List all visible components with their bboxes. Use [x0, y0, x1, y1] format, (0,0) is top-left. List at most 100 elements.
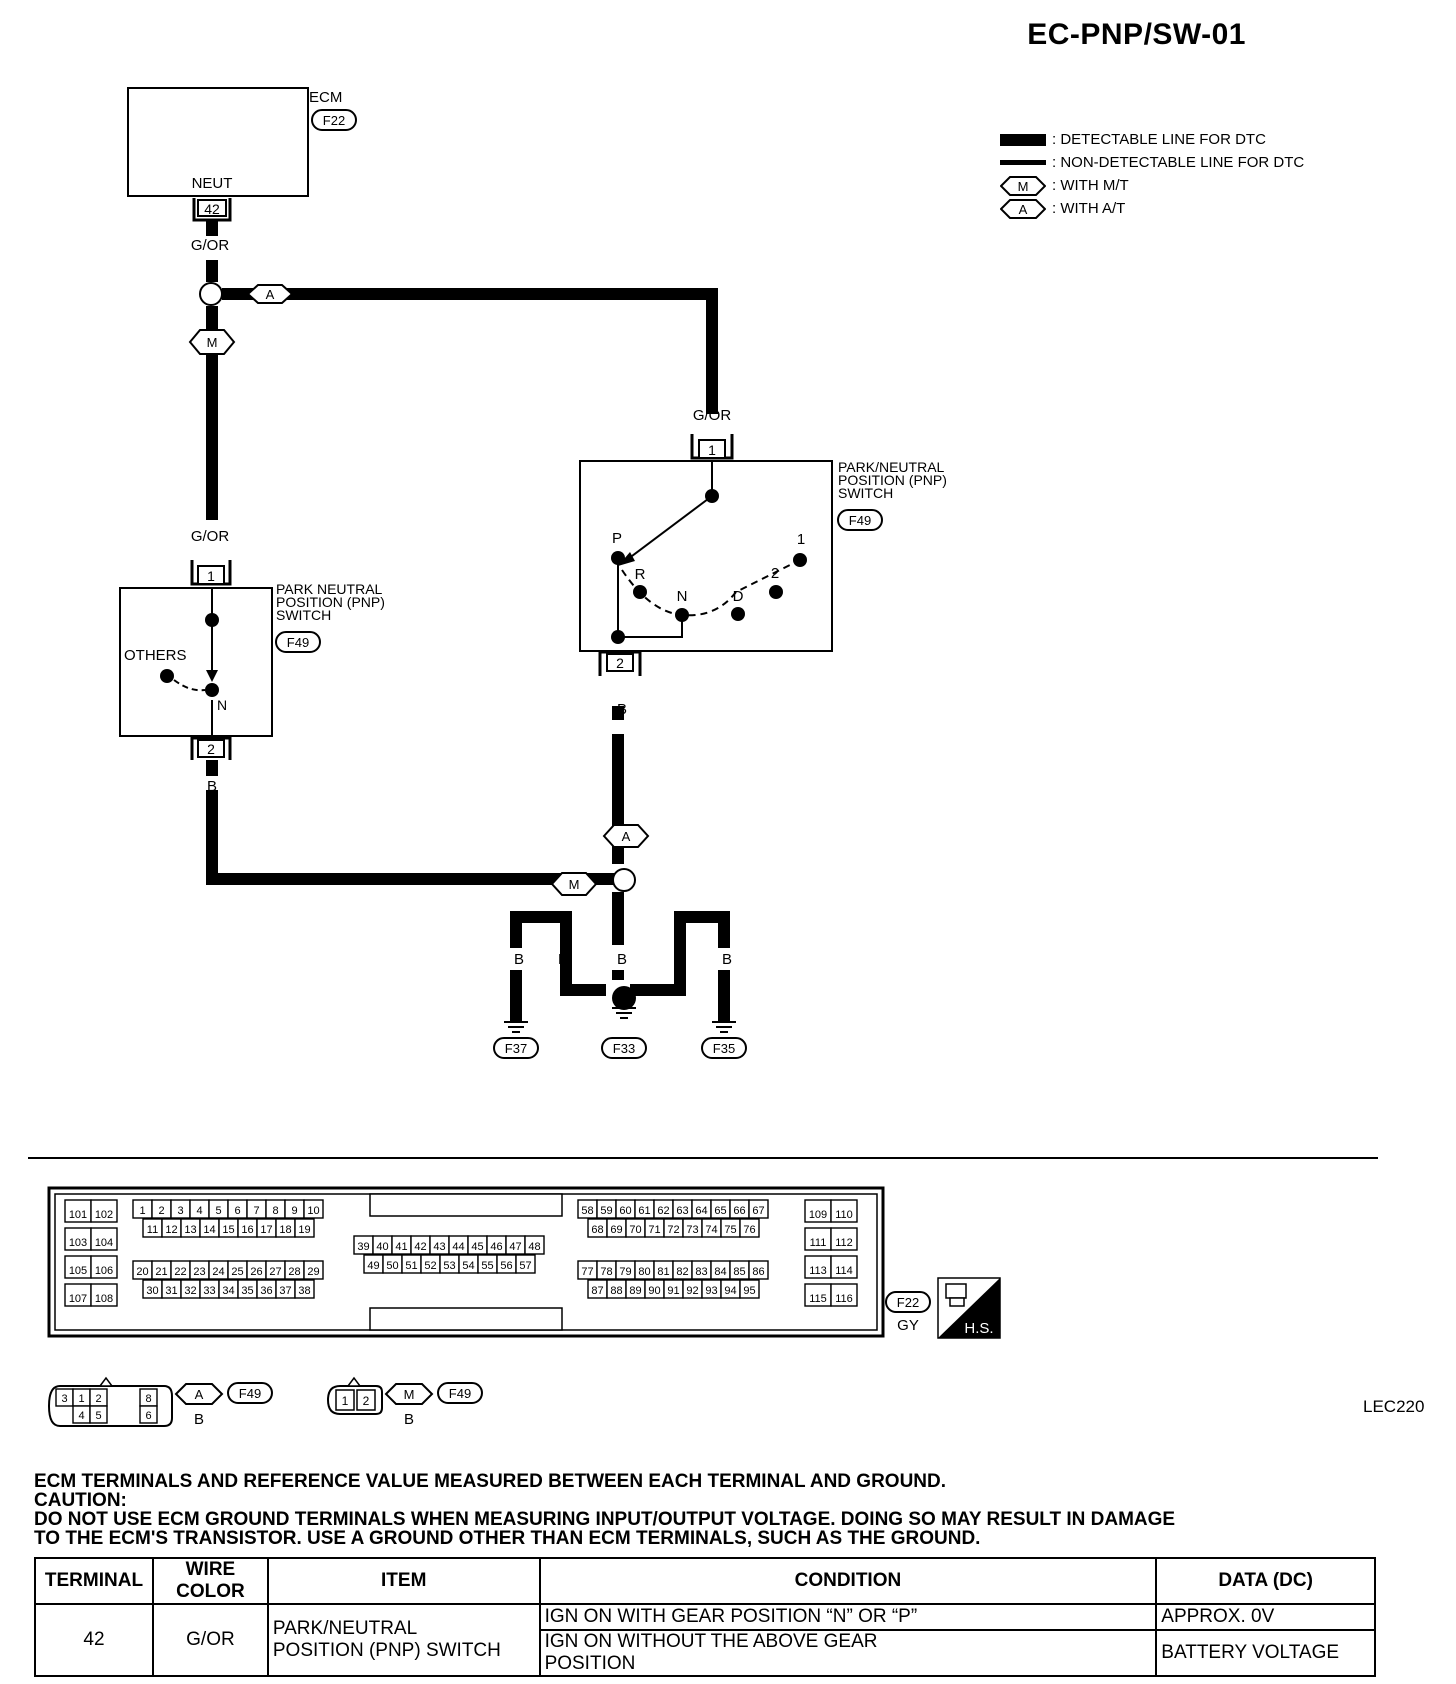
mt-switch-connector-pin-2: 2 — [363, 1394, 370, 1408]
hs-label: H.S. — [964, 1320, 993, 1337]
pnp-mt-connector-icon: F49 — [275, 631, 321, 653]
connector-pin-73: 73 — [682, 1218, 703, 1238]
connector-pin-33: 33 — [199, 1279, 220, 1299]
mt-tag-bottom: M — [550, 872, 598, 896]
mt-tag-left: M — [188, 329, 236, 355]
connector-pin-8: 8 — [139, 1388, 158, 1407]
junction-top — [199, 282, 223, 306]
connector-pin-19: 19 — [294, 1218, 315, 1238]
connector-pin-18: 18 — [275, 1218, 296, 1238]
connector-pin-78: 78 — [596, 1260, 617, 1280]
connector-pin-number: 32 — [184, 1285, 196, 1297]
connector-pin-number: 35 — [241, 1285, 253, 1297]
connector-pin-number: 74 — [705, 1224, 717, 1236]
connector-pin-22: 22 — [170, 1260, 191, 1280]
connector-pin-number: 104 — [95, 1237, 113, 1249]
mt-tag-bottom-letter: M — [569, 877, 580, 892]
connector-pin-53: 53 — [439, 1254, 460, 1274]
connector-pin-number: 59 — [600, 1205, 612, 1217]
thick-line-swatch — [1000, 133, 1046, 146]
connector-pin-35: 35 — [237, 1279, 258, 1299]
connector-pin-5: 5 — [208, 1199, 229, 1219]
connector-pin-number: 37 — [279, 1285, 291, 1297]
pnp-at-pos-1: 1 — [797, 531, 805, 548]
connector-pin-3: 3 — [170, 1199, 191, 1219]
notes: ECM TERMINALS AND REFERENCE VALUE MEASUR… — [34, 1472, 1175, 1548]
mt-switch-connector-code: F49 — [437, 1382, 483, 1404]
mt-switch-connector-tag-letter: M — [404, 1387, 415, 1402]
legend-at-label: : WITH A/T — [1052, 200, 1126, 217]
connector-pin-31: 31 — [161, 1279, 182, 1299]
at-tag-top-letter: A — [266, 287, 275, 302]
connector-pin-number: 93 — [705, 1285, 717, 1297]
connector-pin-46: 46 — [486, 1235, 507, 1255]
table-row: 42 G/OR PARK/NEUTRAL POSITION (PNP) SWIT… — [34, 1603, 1376, 1677]
connector-pin-number: 76 — [743, 1224, 755, 1236]
connector-pin-number: 92 — [686, 1285, 698, 1297]
connector-pin-48: 48 — [524, 1235, 545, 1255]
connector-pin-number: 68 — [591, 1224, 603, 1236]
at-switch-connector-tag-letter: A — [195, 1387, 204, 1402]
connector-pin-number: 55 — [481, 1260, 493, 1272]
connector-pin-115: 115 — [804, 1283, 832, 1307]
connector-pin-number: 89 — [629, 1285, 641, 1297]
pnp-at-contact-d — [731, 607, 745, 621]
connector-pin-4: 4 — [189, 1199, 210, 1219]
connector-pin-105: 105 — [64, 1255, 92, 1279]
connector-pin-number: 105 — [69, 1265, 87, 1277]
wire-label-ground-3: B — [617, 951, 627, 968]
mt-switch-connector-face: 1 2 — [326, 1376, 383, 1415]
cell-condition-2: IGN ON WITHOUT THE ABOVE GEAR POSITION — [538, 1629, 1158, 1677]
connector-pin-number: 29 — [307, 1266, 319, 1278]
connector-pin-66: 66 — [729, 1199, 750, 1219]
ecm-terminal-table: TERMINAL WIRE COLOR ITEM CONDITION DATA … — [34, 1557, 1376, 1677]
connector-latch-top — [369, 1193, 563, 1217]
connector-pin-51: 51 — [401, 1254, 422, 1274]
connector-pin-number: 3 — [177, 1205, 183, 1217]
connector-pin-114: 114 — [830, 1255, 858, 1279]
connector-pin-81: 81 — [653, 1260, 674, 1280]
connector-pin-number: 17 — [260, 1224, 272, 1236]
pnp-at-pin1-number: 1 — [708, 442, 716, 458]
connector-pin-108: 108 — [90, 1283, 118, 1307]
connector-pin-number: 4 — [196, 1205, 202, 1217]
mt-tag-icon: M — [1000, 175, 1046, 196]
legend-at: A : WITH A/T — [1000, 197, 1304, 220]
connector-pin-number: 7 — [253, 1205, 259, 1217]
at-tag-icon: A — [1000, 198, 1046, 219]
connector-pin-number: 102 — [95, 1209, 113, 1221]
connector-pin-number: 42 — [414, 1241, 426, 1253]
connector-pin-92: 92 — [682, 1279, 703, 1299]
connector-pin-91: 91 — [663, 1279, 684, 1299]
ecm-connector-icon: F22 — [311, 109, 357, 131]
connector-pin-number: 64 — [695, 1205, 707, 1217]
connector-pin-number: 86 — [752, 1266, 764, 1278]
connector-pin-72: 72 — [663, 1218, 684, 1238]
pnp-at-pos-2: 2 — [771, 565, 779, 582]
connector-pin-number: 77 — [581, 1266, 593, 1278]
wire-label-at-top: G/OR — [693, 407, 732, 424]
legend-detectable: : DETECTABLE LINE FOR DTC — [1000, 128, 1304, 151]
connector-pin-13: 13 — [180, 1218, 201, 1238]
connector-pin-number: 25 — [231, 1266, 243, 1278]
header-terminal: TERMINAL — [34, 1557, 154, 1605]
connector-pin-6: 6 — [139, 1405, 158, 1424]
connector-pin-number: 12 — [165, 1224, 177, 1236]
connector-pin-number: 79 — [619, 1266, 631, 1278]
connector-pin-60: 60 — [615, 1199, 636, 1219]
connector-pin-number: 71 — [648, 1224, 660, 1236]
ground-f33: F33 — [601, 1037, 647, 1059]
cell-item: PARK/NEUTRAL POSITION (PNP) SWITCH — [266, 1603, 541, 1677]
connector-pin-number: 22 — [174, 1266, 186, 1278]
pnp-mt-pin2-number: 2 — [207, 741, 215, 757]
connector-pin-number: 83 — [695, 1266, 707, 1278]
ground-f35: F35 — [701, 1037, 747, 1059]
connector-pin-number: 51 — [405, 1260, 417, 1272]
at-switch-connector-tag: A — [174, 1383, 224, 1405]
connector-pin-101: 101 — [64, 1199, 92, 1223]
connector-pin-number: 43 — [433, 1241, 445, 1253]
connector-pin-number: 60 — [619, 1205, 631, 1217]
ecm-pin-name: NEUT — [192, 175, 233, 192]
pnp-mt-connector-code: F49 — [287, 635, 309, 650]
